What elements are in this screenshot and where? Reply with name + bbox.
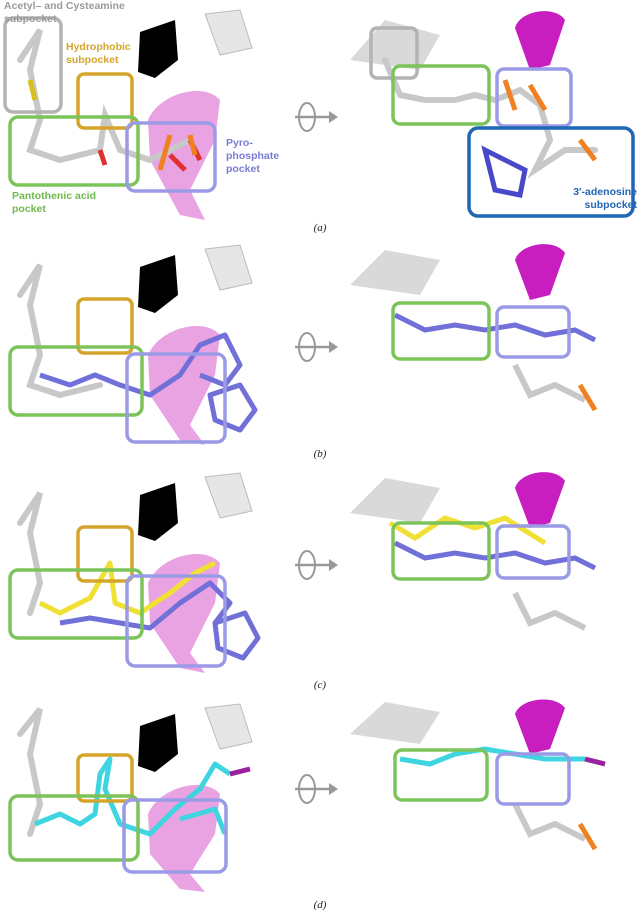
label-adenosine-text: 3′-adenosine subpocket [573, 186, 637, 211]
left-structure-view-a [3, 9, 253, 220]
panel-c [0, 463, 640, 685]
panel-a-caption: (a) [313, 222, 327, 234]
label-adenosine-subpocket: 3′-adenosine subpocket [563, 186, 637, 212]
label-hydrophobic-text: Hydrophobic subpocket [66, 41, 131, 66]
label-hydrophobic-subpocket: Hydrophobic subpocket [66, 41, 136, 67]
rotation-icon [295, 550, 338, 580]
rotation-icon [295, 332, 338, 362]
left-structure-view-d [8, 703, 253, 892]
label-acetyl-text: Acetyl– and Cysteamine subpocket [4, 0, 125, 25]
right-structure-view-d [350, 699, 606, 851]
rotation-icon [295, 102, 338, 132]
right-structure-view-a [350, 11, 635, 218]
label-pyrophosphate-text: Pyro-phosphate pocket [226, 137, 280, 175]
label-acetyl-subpocket: Acetyl– and Cysteamine subpocket [4, 0, 154, 26]
panel-d [0, 694, 640, 904]
right-structure-view-b [350, 244, 598, 412]
panel-b-caption: (b) [313, 448, 327, 460]
panel-a: Acetyl– and Cysteamine subpocket Hydroph… [0, 0, 640, 232]
rotation-icon [295, 774, 338, 804]
panel-b [0, 235, 640, 457]
label-pantothenic-text: Pantothenic acid pocket [12, 190, 97, 215]
panel-d-caption: (d) [313, 899, 327, 911]
right-structure-view-c [350, 472, 597, 631]
label-pantothenic-pocket: Pantothenic acid pocket [12, 190, 112, 216]
left-structure-view-b [8, 244, 258, 445]
label-pyrophosphate-pocket: Pyro-phosphate pocket [226, 137, 286, 176]
left-structure-view-c [8, 472, 261, 673]
panel-c-caption: (c) [313, 679, 327, 691]
